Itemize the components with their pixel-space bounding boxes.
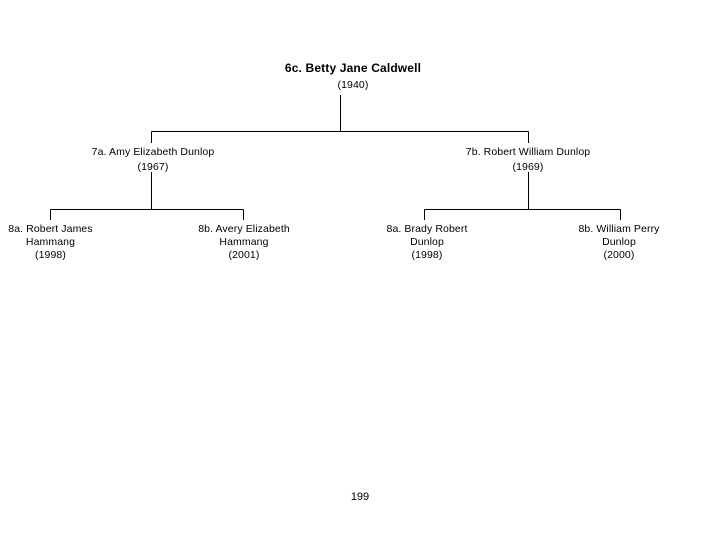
tree-node-8a-robert-james-hammang: 8a. Robert James Hammang (1998) bbox=[0, 223, 101, 262]
tree-node-7a-amy-elizabeth-dunlop: 7a. Amy Elizabeth Dunlop (1967) bbox=[62, 146, 244, 173]
tree-node-7b-robert-william-dunlop: 7b. Robert William Dunlop (1969) bbox=[437, 146, 619, 173]
node-year: (2001) bbox=[228, 249, 260, 261]
node-year: (2000) bbox=[603, 249, 635, 261]
tree-node-8a-brady-robert-dunlop: 8a. Brady Robert Dunlop (1998) bbox=[368, 223, 486, 262]
node-year: (1998) bbox=[35, 249, 66, 261]
tree-node-8b-avery-elizabeth-hammang: 8b. Avery Elizabeth Hammang (2001) bbox=[182, 223, 306, 262]
node-label: 8b. William Perry Dunlop bbox=[578, 223, 660, 248]
node-label: 7b. Robert William Dunlop bbox=[465, 146, 591, 158]
page-number: 199 bbox=[350, 491, 370, 503]
node-label: 8a. Robert James Hammang bbox=[8, 223, 93, 248]
node-year: (1998) bbox=[411, 249, 443, 261]
node-label: 8b. Avery Elizabeth Hammang bbox=[198, 223, 290, 248]
node-year: (1967) bbox=[137, 160, 169, 173]
tree-node-8b-william-perry-dunlop: 8b. William Perry Dunlop (2000) bbox=[557, 223, 681, 262]
node-label: 6c. Betty Jane Caldwell bbox=[284, 61, 422, 75]
node-year: (1969) bbox=[512, 160, 544, 173]
node-label: 8a. Brady Robert Dunlop bbox=[386, 223, 468, 248]
tree-node-root: 6c. Betty Jane Caldwell (1940) bbox=[243, 62, 463, 91]
node-year: (1940) bbox=[337, 78, 369, 91]
node-label: 7a. Amy Elizabeth Dunlop bbox=[91, 146, 215, 158]
